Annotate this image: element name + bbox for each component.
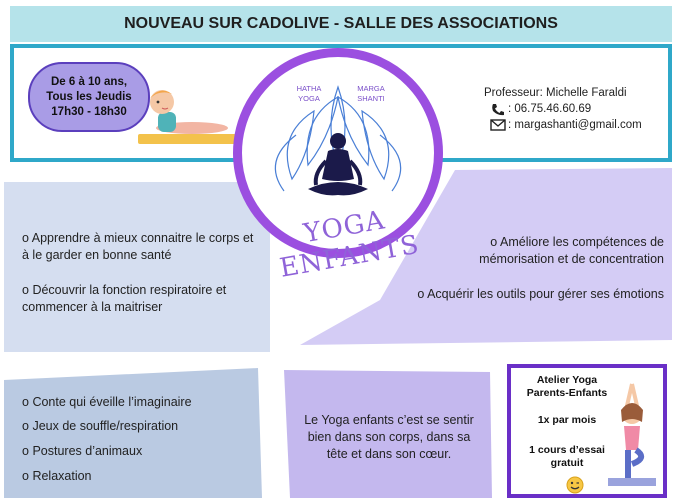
schedule-time: 17h30 - 18h30 (51, 105, 127, 118)
email-address: : margashanti@gmail.com (508, 119, 642, 131)
panel-activities (4, 368, 262, 498)
bullet: o (22, 395, 29, 409)
bullet: o (22, 469, 29, 483)
header-banner: NOUVEAU SUR CADOLIVE - SALLE DES ASSOCIA… (10, 6, 672, 42)
bullet: o (22, 231, 29, 245)
bullet: o (22, 444, 29, 458)
workshop-box (507, 364, 667, 498)
teacher-name: Professeur: Michelle Faraldi (484, 87, 627, 99)
activity-3: o Postures d’animaux (22, 444, 143, 458)
phone-icon (490, 102, 506, 118)
benefit-left-1: o Apprendre à mieux connaitre le corps e… (22, 231, 254, 262)
bullet: o (22, 419, 29, 433)
benefit-right-1: o Améliore les compétences de mémorisati… (479, 235, 664, 266)
quote-text: Le Yoga enfants c’est se sentir bien dan… (304, 413, 474, 461)
benefit-right-2: o Acquérir les outils pour gérer ses émo… (417, 287, 664, 301)
age-range: De 6 à 10 ans, (50, 75, 128, 88)
activity-1: o Conte qui éveille l’imaginaire (22, 395, 192, 409)
workshop-frequency: 1x par mois (537, 414, 597, 426)
child-tree-pose-illustration (608, 383, 656, 486)
workshop-title: Atelier Yoga Parents-Enfants (526, 374, 608, 399)
panel-quote (284, 370, 492, 498)
age-schedule-badge: De 6 à 10 ans, Tous les Jeudis 17h30 - 1… (28, 62, 150, 132)
panel-benefits-right (300, 168, 672, 345)
benefit-left-2: o Découvrir la fonction respiratoire et … (22, 283, 227, 314)
header-title: NOUVEAU SUR CADOLIVE - SALLE DES ASSOCIA… (124, 15, 558, 32)
logo-tag-marga: MARGA SHANTI (357, 84, 385, 103)
bullet: o (22, 283, 29, 297)
activity-2: o Jeux de souffle/respiration (22, 419, 179, 433)
panel-benefits-left (4, 182, 270, 352)
schedule-day: Tous les Jeudis (46, 90, 132, 103)
meditation-lotus-logo (274, 85, 402, 196)
bullet: o (490, 235, 498, 249)
email-icon (490, 118, 506, 132)
child-cobra-illustration (138, 90, 236, 144)
phone-number: : 06.75.46.60.69 (508, 103, 592, 115)
wink-emoji-icon (566, 476, 584, 494)
workshop-trial: 1 cours d’essai gratuit (529, 444, 605, 469)
logo-tag-hatha: HATHA YOGA (296, 84, 322, 103)
activity-4: o Relaxation (22, 469, 92, 483)
bullet: o (417, 287, 425, 301)
